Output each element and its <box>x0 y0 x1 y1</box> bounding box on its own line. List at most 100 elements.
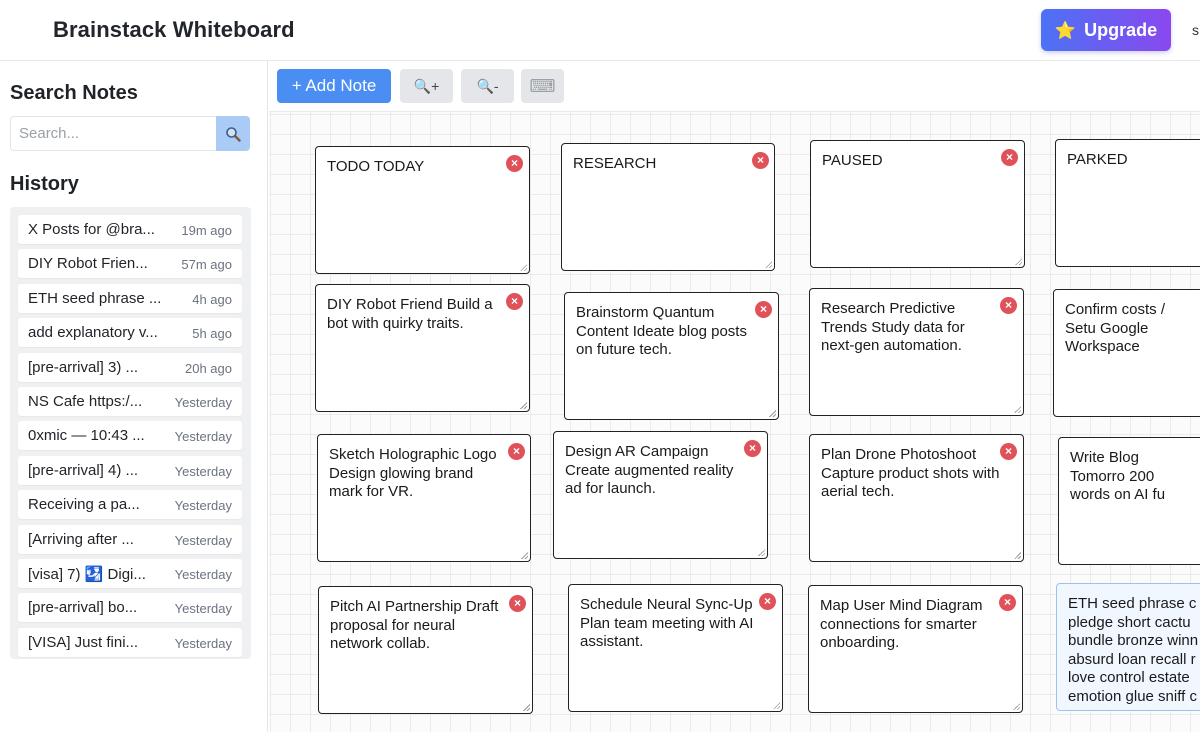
note-card[interactable]: PARKED <box>1055 139 1200 267</box>
history-item[interactable]: DIY Robot Frien...57m ago <box>18 249 242 279</box>
whiteboard-canvas[interactable]: TODO TODAY × RESEARCH × PAUSED × PARKED DIY Rob… <box>269 112 1200 732</box>
note-card[interactable]: Confirm costs / Setu Google Workspace <box>1053 289 1200 417</box>
resize-handle-icon[interactable] <box>773 702 780 709</box>
history-item-title: [Arriving after ... <box>28 530 134 548</box>
history-item-time: 57m ago <box>181 257 232 273</box>
magnifier-icon <box>226 126 241 142</box>
close-icon[interactable]: × <box>506 155 523 172</box>
zoom-out-button[interactable]: 🔍- <box>461 69 514 103</box>
history-item-time: Yesterday <box>174 394 232 410</box>
close-icon[interactable]: × <box>509 595 526 612</box>
close-icon[interactable]: × <box>752 152 769 169</box>
toolbar: + Add Note 🔍+ 🔍- ⌨ <box>269 61 1200 112</box>
note-text[interactable]: Pitch AI Partnership Draft proposal for … <box>330 598 499 652</box>
history-item-title: [pre-arrival] 4) ... <box>28 461 139 479</box>
history-item-title: NS Cafe https:/... <box>28 392 143 410</box>
note-text[interactable]: PARKED <box>1067 151 1128 168</box>
note-card[interactable]: Write Blog Tomorro 200 words on AI fu <box>1058 437 1200 565</box>
resize-handle-icon[interactable] <box>521 552 528 559</box>
resize-handle-icon[interactable] <box>1013 703 1020 710</box>
note-card[interactable]: DIY Robot Friend Build a bot with quirky… <box>315 284 530 412</box>
note-text[interactable]: RESEARCH <box>573 155 657 172</box>
main-area: + Add Note 🔍+ 🔍- ⌨ TODO TODAY×RESEARCH×P… <box>269 61 1200 732</box>
note-card[interactable]: Brainstorm Quantum Content Ideate blog p… <box>564 292 779 420</box>
resize-handle-icon[interactable] <box>1015 258 1022 265</box>
note-card[interactable]: Sketch Holographic Logo Design glowing b… <box>317 434 531 562</box>
note-text[interactable]: ETH seed phrase c pledge short cactu bun… <box>1068 595 1199 705</box>
close-icon[interactable]: × <box>1000 443 1017 460</box>
close-icon[interactable]: × <box>1000 297 1017 314</box>
note-text[interactable]: Schedule Neural Sync-Up Plan team meetin… <box>580 596 754 650</box>
history-item[interactable]: [pre-arrival] bo...Yesterday <box>18 593 242 623</box>
close-icon[interactable]: × <box>744 440 761 457</box>
history-item[interactable]: [pre-arrival] 3) ...20h ago <box>18 352 242 382</box>
resize-handle-icon[interactable] <box>520 264 527 271</box>
history-item-time: Yesterday <box>174 463 232 479</box>
search-button[interactable] <box>216 116 250 151</box>
note-text[interactable]: Sketch Holographic Logo Design glowing b… <box>329 446 497 500</box>
history-item[interactable]: [VISA] Just fini... Yesterday <box>18 627 242 657</box>
close-icon[interactable]: × <box>506 293 523 310</box>
history-item[interactable]: 0xmic — 10:43 ...Yesterday <box>18 421 242 451</box>
resize-handle-icon[interactable] <box>1014 552 1021 559</box>
keyboard-button[interactable]: ⌨ <box>521 69 564 103</box>
resize-handle-icon[interactable] <box>758 549 765 556</box>
history-item[interactable]: [pre-arrival] 4) ... Yesterday <box>18 455 242 485</box>
note-card[interactable]: ETH seed phrase c pledge short cactu bun… <box>1056 583 1200 711</box>
note-card[interactable]: Schedule Neural Sync-Up Plan team meetin… <box>568 584 783 712</box>
history-item[interactable]: add explanatory v... 5h ago <box>18 318 242 348</box>
note-text[interactable]: TODO TODAY <box>327 158 425 175</box>
app-title: Brainstack Whiteboard <box>53 17 295 42</box>
resize-handle-icon[interactable] <box>1014 406 1021 413</box>
close-icon[interactable]: × <box>508 443 525 460</box>
note-card[interactable]: RESEARCH × <box>561 143 775 271</box>
upgrade-button[interactable]: ⭐ Upgrade <box>1041 9 1171 51</box>
note-card[interactable]: Research Predictive Trends Study data fo… <box>809 288 1024 416</box>
resize-handle-icon[interactable] <box>523 704 530 711</box>
close-icon[interactable]: × <box>759 593 776 610</box>
sidebar: Search Notes History X Posts for @bra...… <box>0 61 268 732</box>
close-icon[interactable]: × <box>999 594 1016 611</box>
note-text[interactable]: Plan Drone Photoshoot Capture product sh… <box>821 446 1000 500</box>
app-header: Brainstack Whiteboard ⭐ Upgrade s <box>0 0 1200 61</box>
resize-handle-icon[interactable] <box>520 402 527 409</box>
history-item[interactable]: [Arriving after ...Yesterday <box>18 524 242 554</box>
history-item-time: 19m ago <box>181 223 232 238</box>
search-input[interactable] <box>10 116 216 151</box>
history-item-time: 5h ago <box>192 326 232 342</box>
note-card[interactable]: Design AR Campaign Create augmented real… <box>553 431 768 559</box>
note-card[interactable]: TODO TODAY × <box>315 146 530 274</box>
note-text[interactable]: DIY Robot Friend Build a bot with quirky… <box>327 296 493 332</box>
add-note-button[interactable]: + Add Note <box>277 69 391 103</box>
close-icon[interactable]: × <box>1001 149 1018 166</box>
history-item-time: Yesterday <box>174 635 232 651</box>
resize-handle-icon[interactable] <box>765 261 772 268</box>
history-item-title: add explanatory v... <box>28 324 158 342</box>
history-item[interactable]: ETH seed phrase ...4h ago <box>18 283 242 313</box>
note-text[interactable]: PAUSED <box>822 152 883 169</box>
note-card[interactable]: PAUSED × <box>810 140 1025 268</box>
history-item[interactable]: [visa] 7) 🛂 Digi...Yesterday <box>18 558 242 588</box>
note-card[interactable]: Map User Mind Diagram connections for sm… <box>808 585 1023 713</box>
note-text[interactable]: Design AR Campaign Create augmented real… <box>565 443 734 497</box>
note-text[interactable]: Brainstorm Quantum Content Ideate blog p… <box>576 304 747 358</box>
history-item-title: ETH seed phrase ... <box>28 289 162 307</box>
history-item-title: [visa] 7) 🛂 Digi... <box>28 565 146 583</box>
history-item[interactable]: X Posts for @bra... 19m ago <box>18 215 242 244</box>
history-item-title: [pre-arrival] bo... <box>28 599 138 617</box>
note-card[interactable]: Plan Drone Photoshoot Capture product sh… <box>809 434 1024 562</box>
history-item-title: X Posts for @bra... <box>28 221 155 238</box>
close-icon[interactable]: × <box>755 301 772 318</box>
note-text[interactable]: Research Predictive Trends Study data fo… <box>821 300 965 354</box>
history-item[interactable]: Receiving a pa...Yesterday <box>18 490 242 520</box>
history-item[interactable]: NS Cafe https:/... Yesterday <box>18 386 242 416</box>
resize-handle-icon[interactable] <box>769 410 776 417</box>
note-text[interactable]: Write Blog Tomorro 200 words on AI fu <box>1070 449 1166 503</box>
note-card[interactable]: Pitch AI Partnership Draft proposal for … <box>318 586 533 714</box>
zoom-in-button[interactable]: 🔍+ <box>400 69 453 103</box>
star-icon: ⭐ <box>1054 20 1077 40</box>
note-text[interactable]: Map User Mind Diagram connections for sm… <box>820 597 983 651</box>
note-text[interactable]: Confirm costs / Setu Google Workspace <box>1065 301 1166 355</box>
history-item-title: [VISA] Just fini... <box>28 633 139 651</box>
